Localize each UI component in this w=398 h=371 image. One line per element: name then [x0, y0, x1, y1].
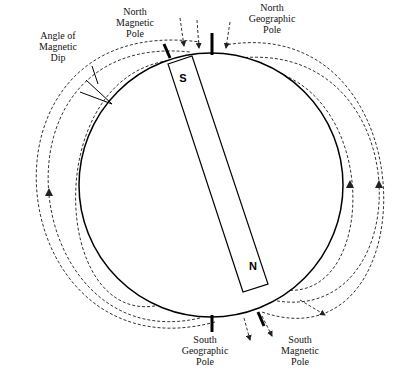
pole-label: North Geographic Pole: [244, 2, 300, 35]
south-geographic-axis: [211, 315, 214, 332]
field-lines: [36, 40, 383, 328]
north-magnetic-marker: [164, 44, 170, 58]
magnet-pole-letter: S: [179, 72, 186, 84]
north-geographic-axis: [211, 33, 214, 55]
south-magnetic-marker: [258, 312, 264, 326]
pole-label: South Geographic Pole: [177, 334, 233, 367]
earth-outline: [79, 53, 343, 317]
pole-label: Angle of Magnetic Dip: [32, 30, 84, 63]
dip-angle-mark: [80, 66, 112, 104]
magnet-outline: [160, 50, 276, 300]
bar-magnet: SN: [160, 50, 276, 300]
pole-label: North Magnetic Pole: [109, 6, 161, 39]
pole-label: South Magnetic Pole: [274, 334, 326, 367]
magnet-pole-letter: N: [249, 260, 257, 272]
